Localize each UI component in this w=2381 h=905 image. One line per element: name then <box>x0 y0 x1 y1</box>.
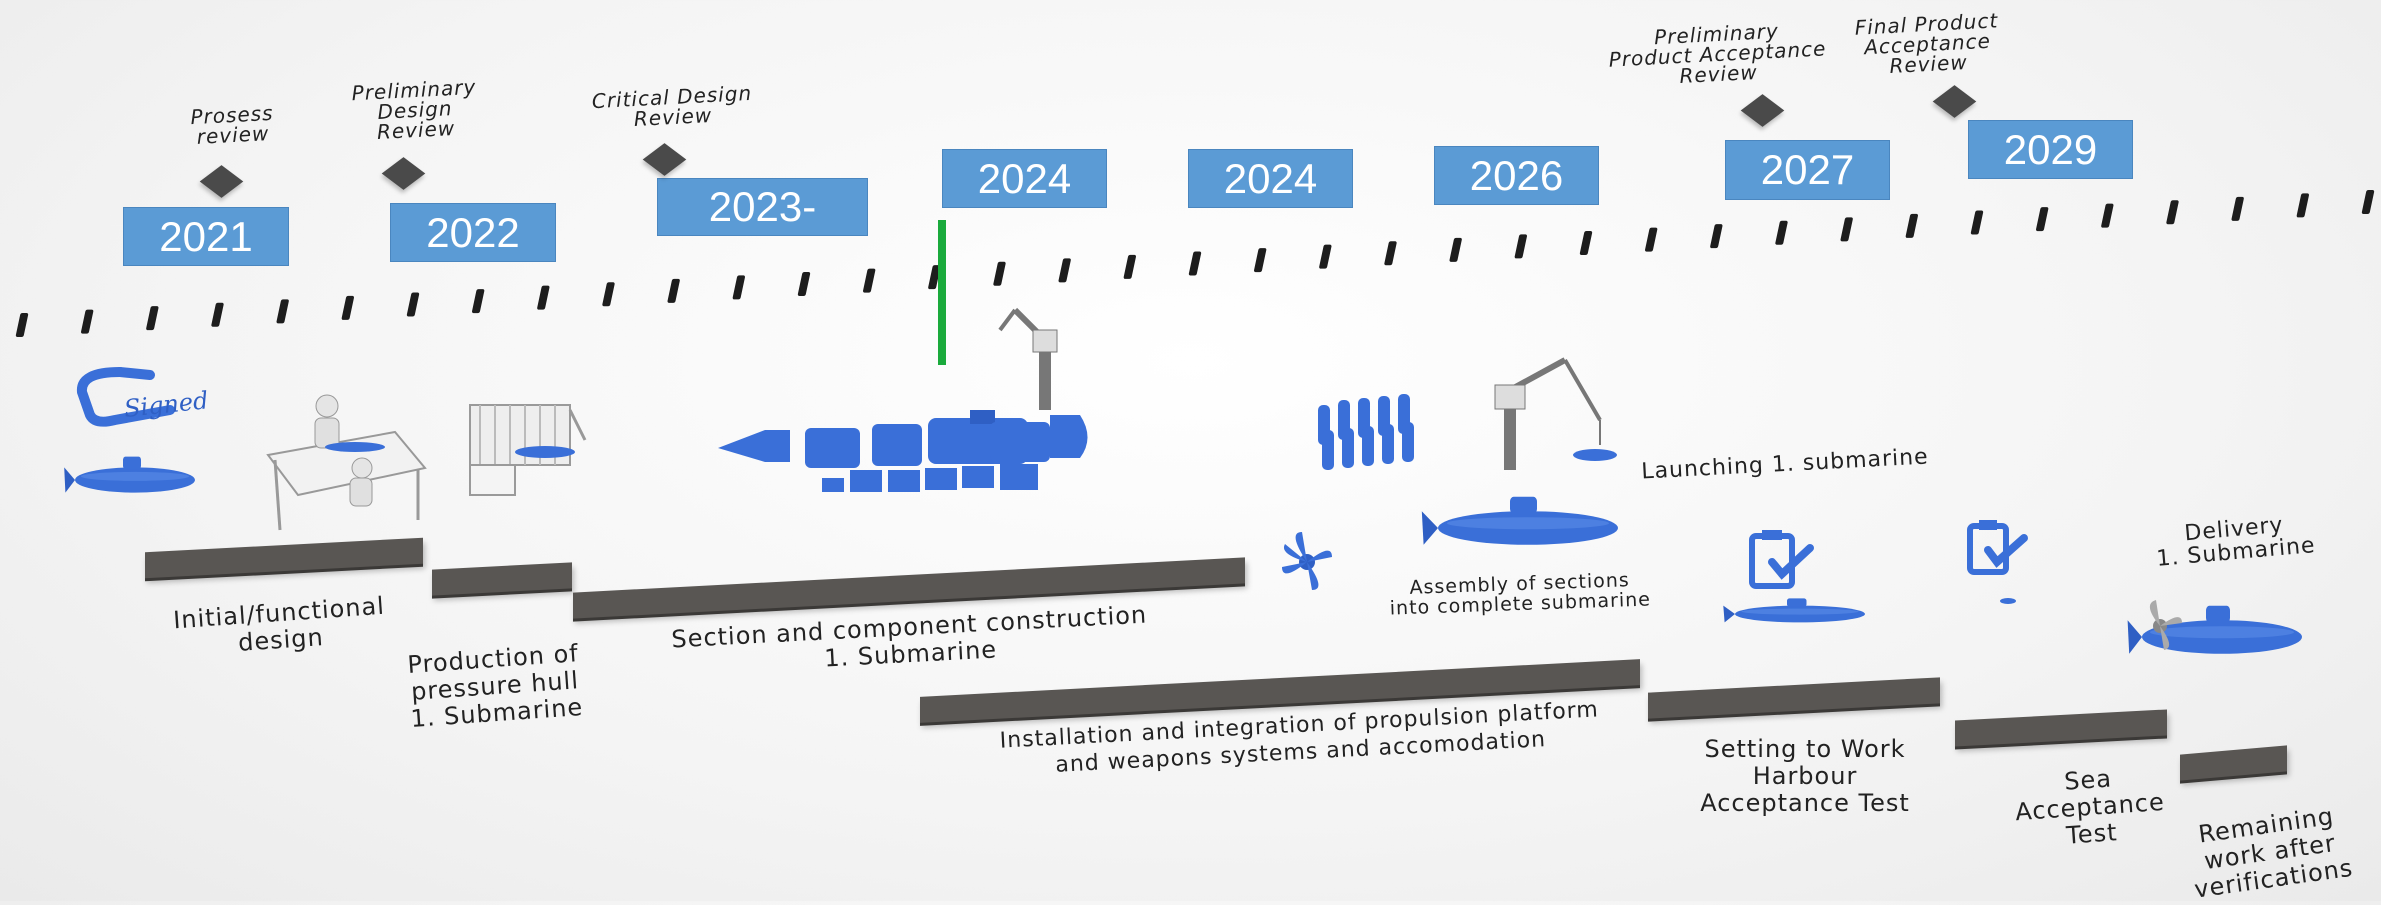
timeline-tick <box>80 309 94 334</box>
review-label-final-product-acceptance: Final Product Acceptance Review <box>1854 8 1999 79</box>
timeline-tick <box>406 292 420 317</box>
phase-label-sea-acceptance: Sea Acceptance Test <box>2014 764 2166 850</box>
timeline-tick <box>1710 224 1723 249</box>
timeline-tick <box>471 289 485 314</box>
sea-test-checklist-icon <box>1967 520 2028 575</box>
propeller-icon <box>1282 532 1332 590</box>
timeline-tick <box>1058 258 1071 283</box>
pressure-hull-icon <box>469 404 587 496</box>
delivery-propeller-icon <box>2149 600 2182 650</box>
desk-worker-icon <box>266 394 427 531</box>
year-box-2024-b: 2024 <box>1188 149 1353 208</box>
timeline-tick <box>1970 210 1984 235</box>
crane-icon <box>998 307 1058 410</box>
year-box-2021: 2021 <box>123 207 289 266</box>
timeline-tick <box>1319 244 1332 269</box>
phase-label-harbour-acceptance: Setting to Work Harbour Acceptance Test <box>1700 735 1910 817</box>
timeline-tick <box>2361 190 2375 214</box>
timeline-tick <box>862 268 876 293</box>
timeline-tick <box>1644 227 1658 252</box>
signature-icon: Signed <box>76 367 210 427</box>
timeline-tick <box>276 299 289 324</box>
timeline-tick <box>797 272 811 296</box>
checklist-icon <box>1749 530 1814 589</box>
current-date-marker <box>938 220 946 365</box>
timeline-tick <box>667 278 680 303</box>
year-box-2022: 2022 <box>390 203 556 262</box>
signed-text: Signed <box>123 386 210 423</box>
year-box-2026: 2026 <box>1434 146 1599 205</box>
timeline-tick <box>211 302 224 327</box>
timeline-tick <box>1449 237 1462 262</box>
timeline-tick <box>2231 196 2244 221</box>
timeline-tick <box>1514 234 1528 259</box>
timeline-tick <box>1905 213 1919 238</box>
timeline-tick <box>2296 193 2310 218</box>
timeline-tick <box>1384 241 1397 266</box>
timeline-tick <box>2101 203 2114 228</box>
assembly-label: Assembly of sections into complete subma… <box>1389 569 1652 620</box>
timeline-tick <box>1188 251 1202 276</box>
timeline-tick <box>732 275 746 300</box>
phase-label-pressure-hull: Production of pressure hull 1. Submarine <box>406 639 585 733</box>
timeline-tick <box>1775 220 1788 245</box>
year-box-2027: 2027 <box>1725 140 1890 200</box>
timeline-tick <box>1123 254 1137 279</box>
submarine-sections-icon <box>718 410 1088 492</box>
section-stack-icon <box>1318 394 1414 470</box>
timeline-tick <box>146 306 159 331</box>
review-label-process: Prosess review <box>189 100 275 149</box>
timeline-tick <box>993 261 1006 286</box>
assembled-submarine-icon <box>1421 496 1618 545</box>
submarine-icon <box>64 456 195 493</box>
timeline-tick <box>15 313 29 337</box>
test-submarine-icon <box>1723 598 1865 623</box>
torpedo-icon <box>1573 449 1617 461</box>
timeline-tick <box>1253 248 1267 273</box>
timeline-tick <box>537 285 550 310</box>
timeline-tick <box>1579 231 1593 255</box>
timeline-tick <box>2166 200 2179 225</box>
launch-crane-icon <box>1494 357 1602 470</box>
timeline-tick <box>928 265 941 290</box>
year-box-2024-a: 2024 <box>942 149 1107 208</box>
timeline-tick <box>341 295 355 320</box>
timeline-tick <box>1840 217 1853 242</box>
year-box-2029: 2029 <box>1968 120 2133 179</box>
timeline-tick <box>2035 207 2049 232</box>
timeline-tick <box>602 282 615 307</box>
year-box-2023: 2023- <box>657 178 868 236</box>
small-submarine-icon <box>2000 598 2016 604</box>
review-label-preliminary-design: Preliminary Design Review <box>351 74 477 145</box>
